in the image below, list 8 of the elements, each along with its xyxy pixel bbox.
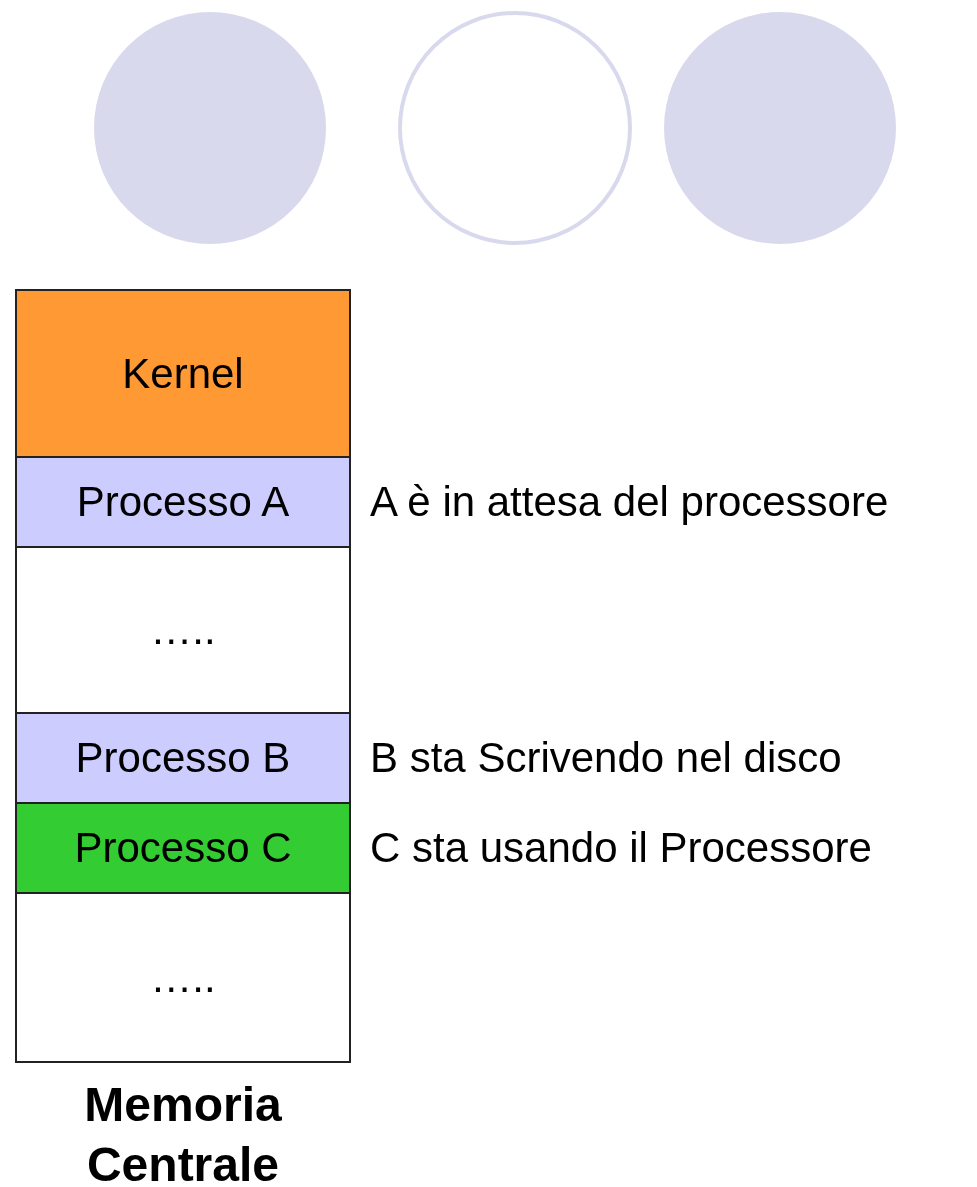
memory-heading: Memoria Centrale	[83, 1077, 283, 1187]
status-note: B sta Scrivendo nel disco	[370, 737, 842, 779]
kernel-segment: Kernel	[17, 291, 349, 458]
process-segment: Processo A	[17, 458, 349, 548]
process-segment: Processo B	[17, 714, 349, 804]
status-note: A è in attesa del processore	[370, 481, 889, 523]
status-note: C sta usando il Processore	[370, 827, 872, 869]
process-segment: Processo C	[17, 804, 349, 894]
